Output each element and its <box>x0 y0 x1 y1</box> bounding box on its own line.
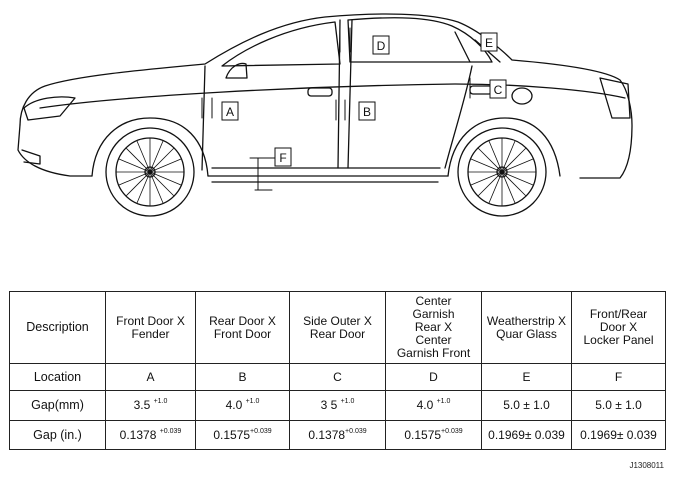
gap-mm-tolerance: +1.0 <box>340 398 355 405</box>
callout-b: B <box>358 101 376 121</box>
gap-mm-tolerance: +1.0 <box>245 398 260 405</box>
location-cell-e: E <box>481 363 572 391</box>
front-door-handle <box>307 87 333 97</box>
rear-window <box>347 17 493 63</box>
gap-mm-cell-f: 5.0 ± 1.0 <box>571 390 666 421</box>
gap-mm-value: 3 5 <box>320 398 338 412</box>
front-wheel <box>105 127 195 217</box>
description-cell-d: Center Garnish Rear X Center Garnish Fro… <box>385 291 482 364</box>
callout-a: A <box>221 101 239 121</box>
front-window <box>221 21 341 67</box>
taillight <box>599 77 631 119</box>
svg-text:A: A <box>226 105 234 119</box>
front-door-seam <box>201 65 206 171</box>
gap-in-tolerance: +0.039 <box>159 427 182 435</box>
svg-text:D: D <box>377 39 386 53</box>
gap-mm-cell-d: 4.0 +1.0 <box>385 390 482 421</box>
rear-wheel-arch <box>447 117 561 177</box>
gap-in-tolerance: +0.039 <box>441 427 463 435</box>
gap-in-value: 0.1575 <box>213 427 251 442</box>
gap-specification-table: Description Front Door X Fender Rear Doo… <box>9 291 666 450</box>
row-header-gap-mm: Gap(mm) <box>9 390 106 421</box>
gap-mm-tolerance: +1.0 <box>436 398 451 405</box>
gap-in-value: 0.1969± 0.039 <box>580 427 657 442</box>
gap-mm-cell-c: 3 5 +1.0 <box>289 390 386 421</box>
gap-in-value: 0.1378 <box>308 427 346 442</box>
gap-mm-value: 4.0 <box>225 398 243 412</box>
figure-code: J1308011 <box>629 461 664 470</box>
gap-in-cell-d: 0.1575+0.039 <box>385 420 482 450</box>
gap-in-cell-f: 0.1969± 0.039 <box>571 420 666 450</box>
gap-in-cell-b: 0.1575+0.039 <box>195 420 290 450</box>
gap-mm-value: 5.0 ± 1.0 <box>595 398 642 412</box>
gap-in-tolerance: +0.039 <box>250 427 272 435</box>
description-cell-a: Front Door X Fender <box>105 291 196 364</box>
location-cell-b: B <box>195 363 290 391</box>
description-cell-e: Weatherstrip X Quar Glass <box>481 291 572 364</box>
gap-in-cell-e: 0.1969± 0.039 <box>481 420 572 450</box>
callout-f: F <box>274 147 292 167</box>
gap-in-row: Gap (in.) 0.1378 +0.039 0.1575+0.039 0.1… <box>9 420 666 450</box>
row-header-gap-in: Gap (in.) <box>9 420 106 450</box>
location-cell-d: D <box>385 363 482 391</box>
gap-in-value: 0.1378 <box>119 427 157 442</box>
rear-door-seam <box>444 65 473 169</box>
gap-in-cell-a: 0.1378 +0.039 <box>105 420 196 450</box>
svg-text:E: E <box>485 36 493 50</box>
side-mirror <box>225 62 248 79</box>
location-cell-a: A <box>105 363 196 391</box>
headlight <box>23 96 76 121</box>
svg-text:C: C <box>494 83 503 97</box>
rear-door-handle <box>469 85 493 95</box>
description-row: Description Front Door X Fender Rear Doo… <box>9 291 666 364</box>
location-row: Location A B C D E F <box>9 363 666 391</box>
gap-mm-cell-e: 5.0 ± 1.0 <box>481 390 572 421</box>
svg-text:B: B <box>363 105 371 119</box>
callout-e: E <box>480 32 498 52</box>
gap-mm-value: 5.0 ± 1.0 <box>503 398 550 412</box>
gap-mm-tolerance: +1.0 <box>153 398 168 405</box>
gap-in-value: 0.1969± 0.039 <box>488 427 565 442</box>
svg-text:F: F <box>279 151 286 165</box>
gap-in-value: 0.1575 <box>404 427 442 442</box>
fuel-door <box>511 87 533 105</box>
gap-mm-value: 3.5 <box>133 398 151 412</box>
rocker-panel <box>207 167 449 183</box>
callout-c: C <box>489 79 507 99</box>
row-header-description: Description <box>9 291 106 364</box>
row-header-location: Location <box>9 363 106 391</box>
gap-in-cell-c: 0.1378+0.039 <box>289 420 386 450</box>
gap-in-tolerance: +0.039 <box>345 427 367 435</box>
gap-mm-row: Gap(mm) 3.5 +1.0 4.0 +1.0 3 5 +1.0 4.0 +… <box>9 390 666 421</box>
car-side-view-diagram: A B C D E F <box>17 13 633 217</box>
location-cell-f: F <box>571 363 666 391</box>
description-cell-b: Rear Door X Front Door <box>195 291 290 364</box>
callout-d: D <box>372 35 390 55</box>
front-wheel-arch <box>91 117 209 177</box>
rear-wheel <box>457 127 547 217</box>
gap-mm-cell-a: 3.5 +1.0 <box>105 390 196 421</box>
description-cell-f: Front/Rear Door X Locker Panel <box>571 291 666 364</box>
gap-mm-value: 4.0 <box>416 398 434 412</box>
gap-mm-cell-b: 4.0 +1.0 <box>195 390 290 421</box>
description-cell-c: Side Outer X Rear Door <box>289 291 386 364</box>
location-cell-c: C <box>289 363 386 391</box>
